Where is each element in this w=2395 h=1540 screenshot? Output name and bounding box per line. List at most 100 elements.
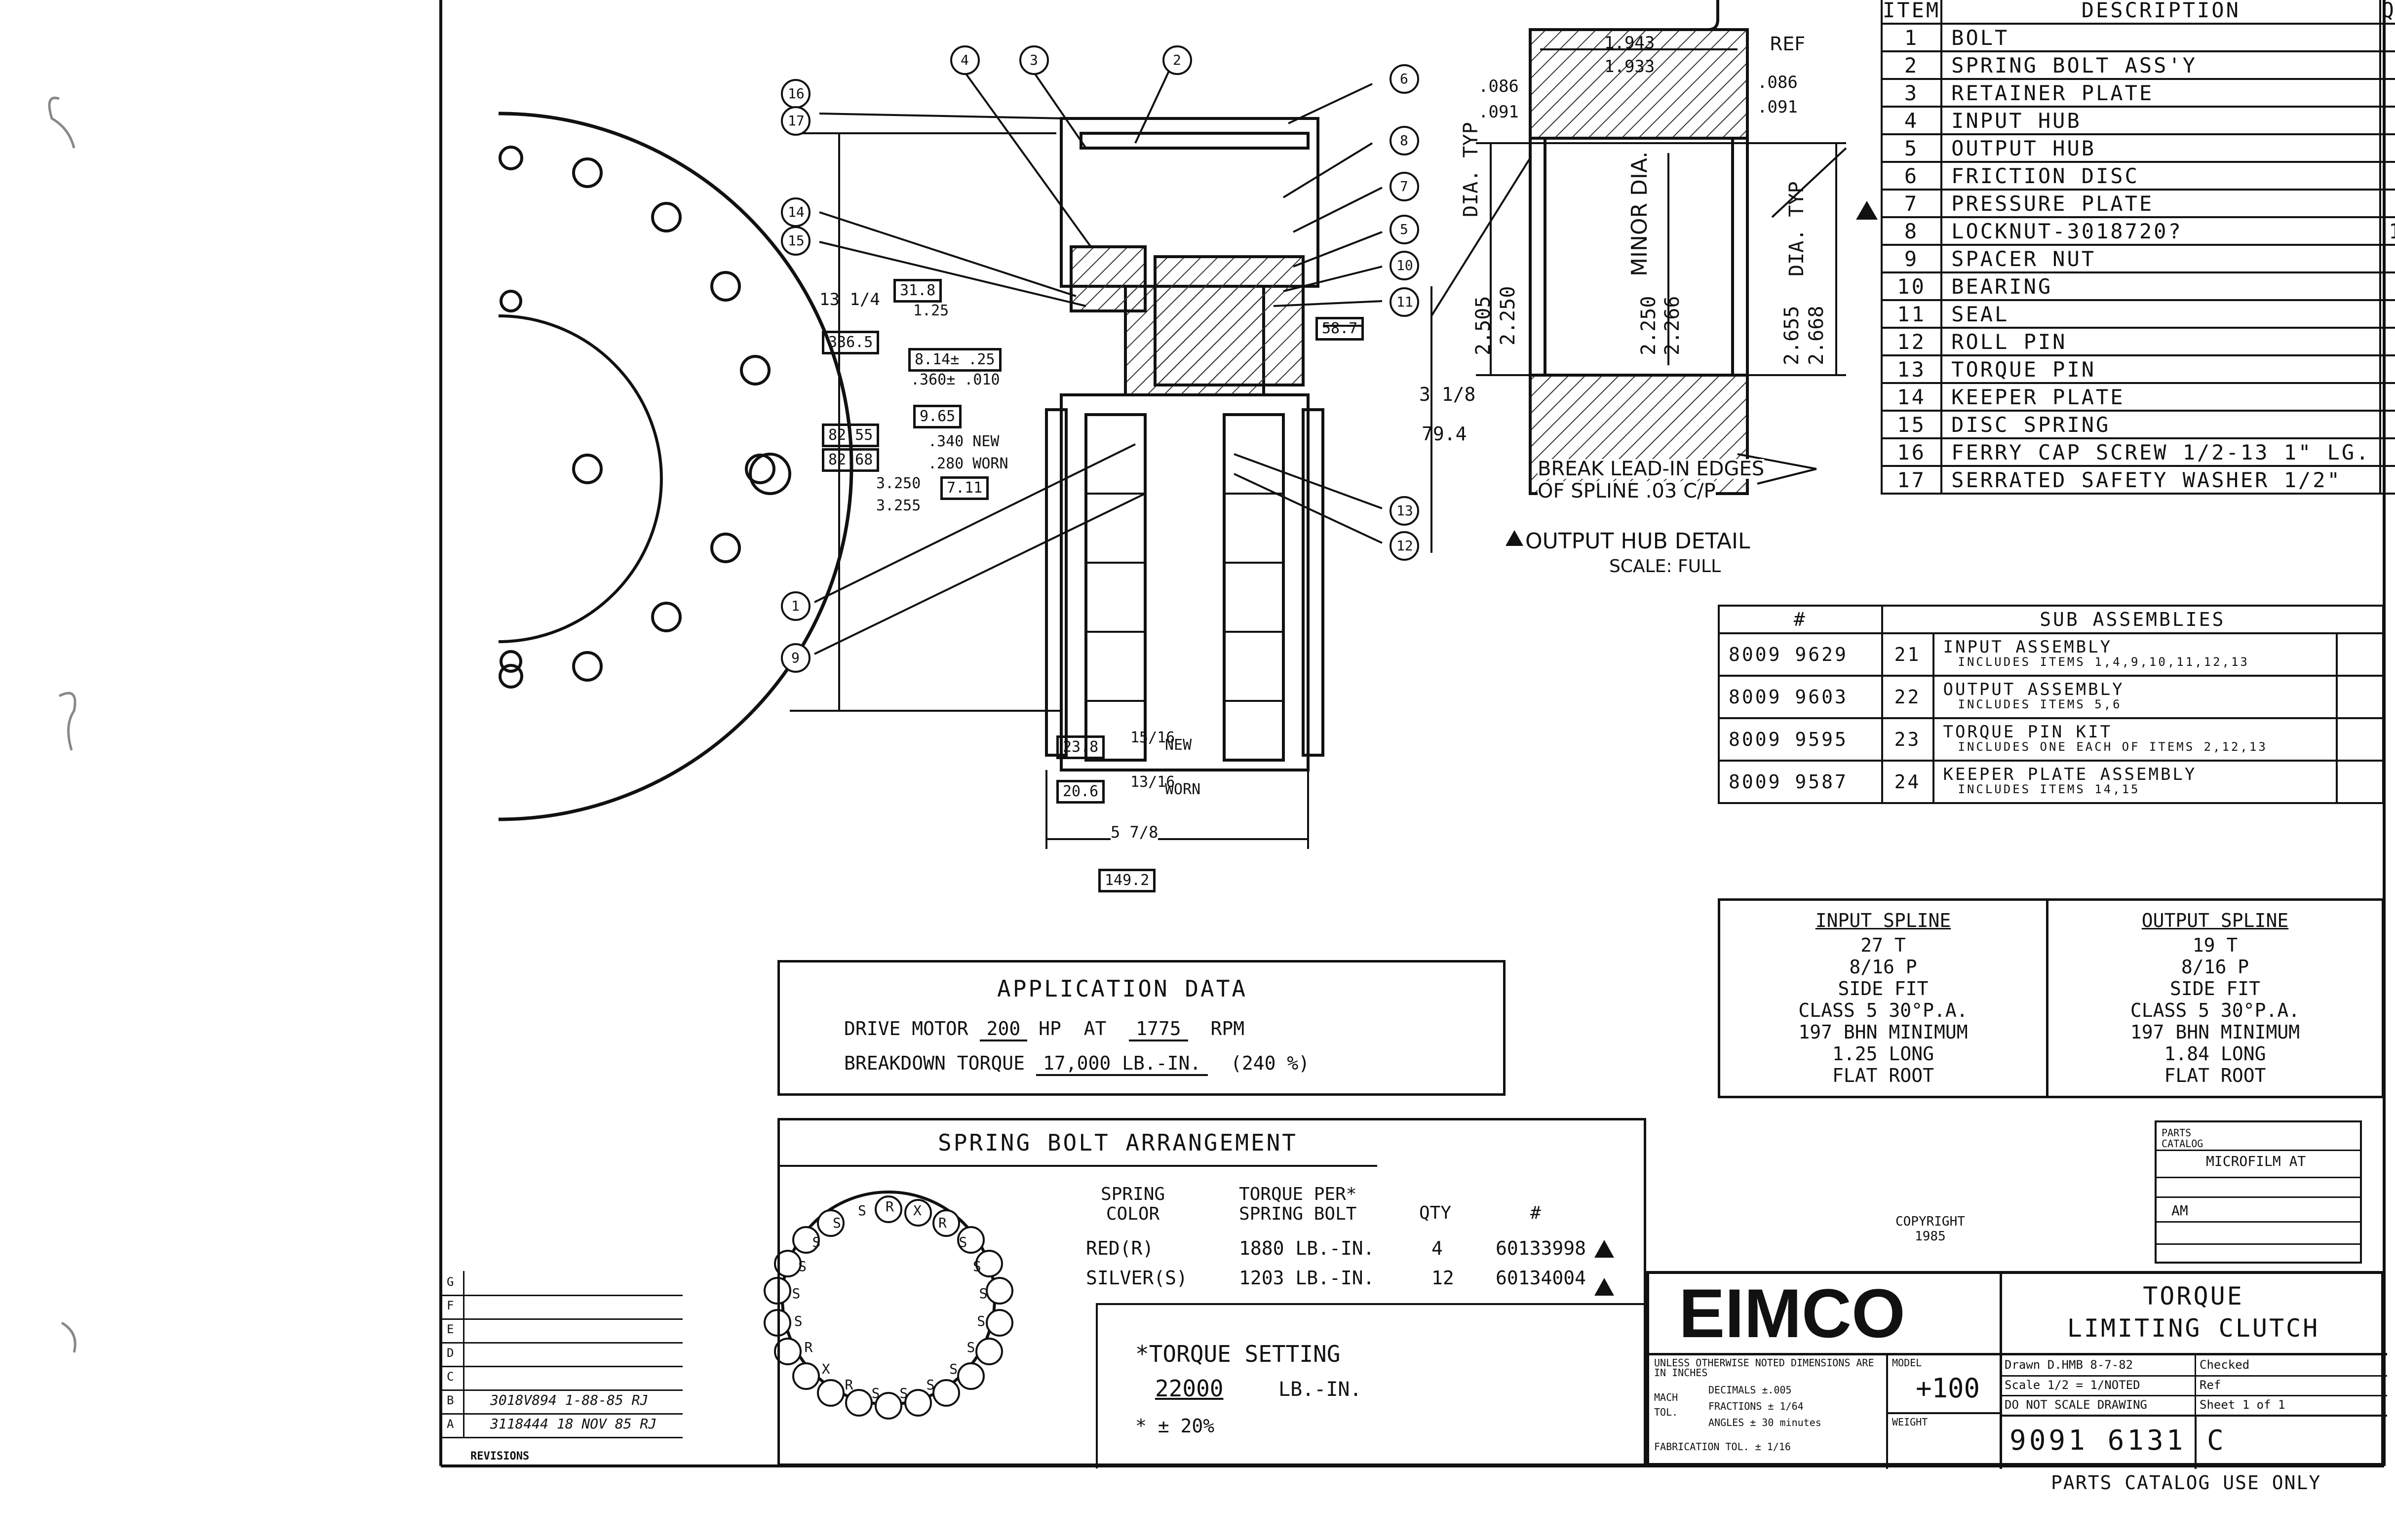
col-spring-color: SPRING COLOR [1101,1184,1165,1224]
copyright: COPYRIGHT 1985 [1895,1214,1965,1244]
dim-13-16: 13/16 [1130,773,1175,791]
balloon-label: 12 [1396,538,1413,554]
revision-row: E [441,1318,683,1344]
revision-divider [463,1389,464,1413]
sub-name: INPUT ASSEMBLY [1943,637,2113,657]
balloon-label: 17 [788,113,805,129]
ring-bolt-label: S [966,1339,975,1355]
sub-name: OUTPUT ASSEMBLY [1943,680,2125,699]
part-description: BEARING [1940,271,2382,301]
ring-bolt-label: R [938,1215,947,1231]
hub-minor-dia: MINOR DIA. [1627,151,1652,276]
ring-bolt-label: S [977,1313,986,1330]
part-item-no: 15 [1880,410,1943,439]
dim-8-14: 8.14± .25 [908,348,1002,372]
dim-13-1-4: 13 1/4 [819,290,880,309]
part-item-no: 13 [1880,354,1943,384]
ring-bolt-label: S [979,1285,988,1302]
drive-hp-unit: HP [1039,1018,1061,1040]
title-line2: LIMITING CLUTCH [2067,1314,2320,1343]
part-description: SERRATED SAFETY WASHER 1/2" [1940,465,2382,495]
part-description: BOLT [1940,23,2382,52]
part-description: OUTPUT HUB [1940,133,2382,163]
tol-note: UNLESS OTHERWISE NOTED DIMENSIONS ARE IN… [1654,1357,1874,1379]
output-spline-line: FLAT ROOT [2164,1065,2266,1086]
input-spline-line: SIDE FIT [1838,978,1929,1000]
sub-name: KEEPER PLATE ASSEMBLY [1943,765,2197,784]
part-qty: 3 [2379,465,2395,495]
sub-header-title: SUB ASSEMBLIES [1881,605,2384,634]
part-item-no: 1 [1880,23,1943,52]
part-item-no: 16 [1880,437,1943,467]
weight-label: WEIGHT [1892,1416,1928,1428]
hub-d2655: 2.655 [1780,306,1803,365]
spring-torque: 1203 LB.-IN. [1239,1267,1375,1289]
drive-hp: 200 [979,1018,1028,1041]
dim-58-7: 58.7 [1315,317,1364,341]
catalog-stamp: PARTS CATALOG MICROFILM AT AM [2155,1120,2362,1264]
part-item-no: 10 [1880,271,1943,301]
part-qty: 1 [2379,78,2395,108]
dim-new: NEW [1165,736,1192,754]
balloon-label: 5 [1400,221,1408,237]
torque-setting-unit: LB.-IN. [1278,1378,1362,1401]
col-qty: QTY [1419,1203,1452,1223]
ref: Ref [2200,1378,2221,1392]
hub-note-line2: OF SPLINE .03 C/P [1538,480,1716,502]
hub-dim-1943: 1.943 [1604,33,1655,53]
parts-header-desc: DESCRIPTION [1940,0,2382,25]
sub-item-no: 21 [1881,632,1934,677]
hub-detail-scale: SCALE: FULL [1609,556,1721,577]
dim-3250: 3.250 [876,475,921,492]
breakdown-value: 17,000 LB.-IN. [1036,1052,1208,1076]
revision-divider [463,1271,464,1295]
ring-bolt-label: R [804,1339,813,1355]
dim-3255: 3.255 [876,497,921,514]
col-torque: TORQUE PER* SPRING BOLT [1239,1184,1357,1224]
ring-bolt-label: X [821,1361,830,1378]
application-data-title: APPLICATION DATA [997,975,1248,1002]
hub-dia-typ-left: DIA. TYP [1460,122,1482,217]
hub-d2505: 2.505 [1472,296,1495,355]
balloon-label: 16 [788,85,805,102]
revision-letter: A [447,1417,454,1431]
dim-31-8: 31.8 [893,279,942,303]
hub-dim-086a: .086 [1478,77,1519,96]
decimals: DECIMALS ±.005 [1708,1384,1792,1396]
sub-header-row: #SUB ASSEMBLIES [1718,605,2384,634]
output-spline-line: SIDE FIT [2169,978,2261,1000]
hub-dia-typ-right: DIA. TYP [1785,181,1808,276]
part-item-no: 11 [1880,299,1943,329]
balloon-label: 14 [788,204,805,220]
application-data-box: APPLICATION DATA DRIVE MOTOR 200 HP AT 1… [777,960,1506,1096]
input-spline-line: CLASS 5 30°P.A. [1798,1000,1968,1021]
sub-part-no: 8009 9603 [1718,675,1883,719]
drawn-by: Drawn D.HMB 8-7-82 [2005,1358,2133,1372]
output-spline-line: 8/16 P [2181,956,2249,978]
scale: Scale 1/2 = 1/NOTED [2005,1378,2140,1392]
parts-header-qty: QTY [2379,0,2395,25]
revision-row: C [441,1366,683,1391]
hub-dim-1933: 1.933 [1604,57,1655,77]
revision-row: G [441,1271,683,1296]
title-line1: TORQUE [2143,1282,2244,1310]
input-spline-line: FLAT ROOT [1832,1065,1934,1086]
revision-divider [463,1295,464,1318]
hub-dim-086b: .086 [1757,73,1798,92]
torque-setting-value: 22000 [1155,1375,1224,1402]
dim-23-8: 23.8 [1056,735,1105,759]
revision-letter: G [447,1275,454,1289]
hub-d2250: 2.250 [1497,286,1519,346]
balloon-label: 9 [791,650,800,666]
